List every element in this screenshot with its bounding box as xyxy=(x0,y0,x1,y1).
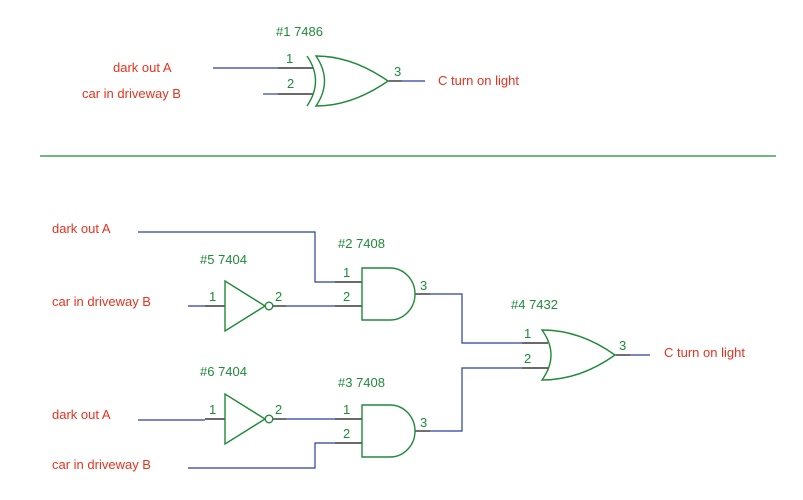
xor-gate-extra-arc xyxy=(306,55,317,107)
top-pin-in1: 1 xyxy=(286,51,293,66)
gate3-pin-in1: 1 xyxy=(343,402,350,417)
not-gate-5 xyxy=(224,279,274,333)
and-gate-3 xyxy=(361,404,416,458)
xor-gate-body xyxy=(314,55,390,107)
top-pin-in2: 2 xyxy=(287,76,294,91)
gate4-pin-out: 3 xyxy=(619,338,626,353)
top-input-b-label: car in driveway B xyxy=(82,86,181,101)
gate3-chip-label: #3 7408 xyxy=(338,375,385,390)
and-gate-2 xyxy=(361,267,416,321)
gate2-pin-in1: 1 xyxy=(343,265,350,280)
equivalent-circuit: dark out A car in driveway B dark out A … xyxy=(52,221,745,472)
not-gate-6 xyxy=(224,392,274,446)
xor-gate-7486 xyxy=(306,55,390,107)
top-output-label: C turn on light xyxy=(438,73,519,88)
wire-and3-to-or4 xyxy=(430,367,522,432)
not-gate-5-triangle xyxy=(224,279,267,333)
bottom-output-label: C turn on light xyxy=(664,345,745,360)
wire-and2-to-or4 xyxy=(430,293,522,344)
xor-circuit: dark out A car in driveway B C turn on l… xyxy=(82,24,519,107)
top-chip-label: #1 7486 xyxy=(276,24,323,39)
gate6-pin-in: 1 xyxy=(209,402,216,417)
wire-b2-to-and3 xyxy=(188,442,335,469)
gate4-pin-in1: 1 xyxy=(524,326,531,341)
wire-a1-to-and2 xyxy=(138,231,335,283)
top-input-a-label: dark out A xyxy=(113,60,172,75)
gate2-pin-out: 3 xyxy=(420,278,427,293)
not-gate-5-bubble xyxy=(264,301,274,311)
not-gate-6-bubble xyxy=(264,414,274,424)
gate4-chip-label: #4 7432 xyxy=(511,297,558,312)
gate5-pin-in: 1 xyxy=(209,289,216,304)
gate6-pin-out: 2 xyxy=(275,402,282,417)
top-pin-out: 3 xyxy=(394,64,401,79)
gate4-pin-in2: 2 xyxy=(524,351,531,366)
bottom-input-b2-label: car in driveway B xyxy=(52,457,151,472)
gate5-chip-label: #5 7404 xyxy=(200,252,247,267)
gate3-pin-out: 3 xyxy=(420,415,427,430)
gate3-pin-in2: 2 xyxy=(343,426,350,441)
bottom-input-a1-label: dark out A xyxy=(52,221,111,236)
bottom-input-a2-label: dark out A xyxy=(52,407,111,422)
not-gate-6-triangle xyxy=(224,392,267,446)
gate6-chip-label: #6 7404 xyxy=(200,364,247,379)
gate2-pin-in2: 2 xyxy=(343,289,350,304)
or-gate-4 xyxy=(540,329,617,381)
gate5-pin-out: 2 xyxy=(275,289,282,304)
bottom-input-b1-label: car in driveway B xyxy=(52,294,151,309)
gate2-chip-label: #2 7408 xyxy=(338,236,385,251)
